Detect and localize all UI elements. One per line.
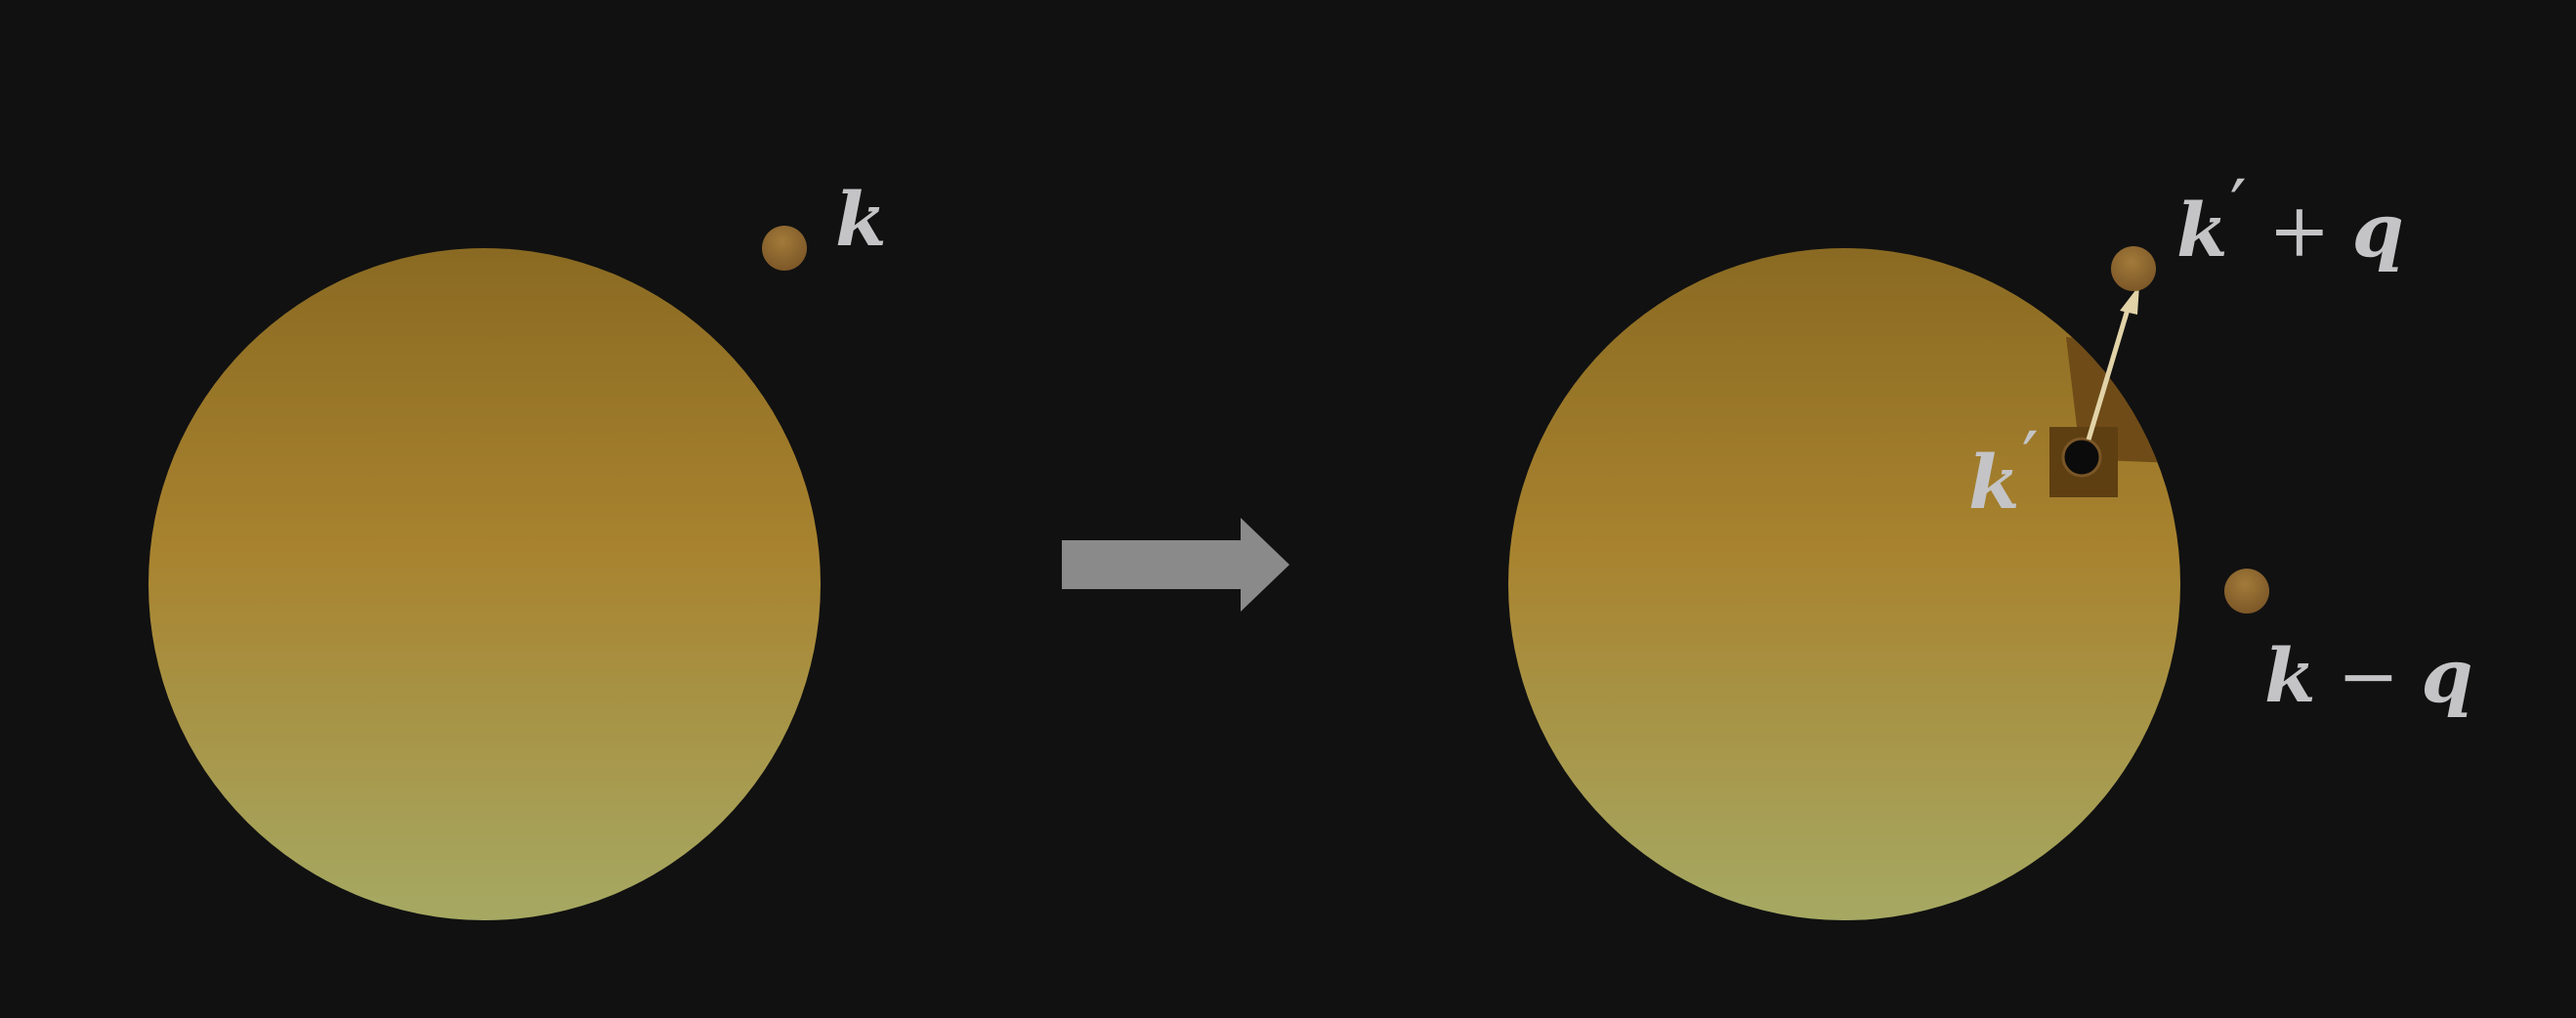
fermi-sphere-left [148, 248, 821, 920]
fermi-sphere-right [1508, 248, 2180, 920]
scatter-arrow-head [2120, 285, 2139, 315]
right-arrow-icon [1062, 518, 1289, 612]
particle-k-prime-plus-q-label: k′+q [2176, 163, 2404, 274]
particle-k-label: k [835, 176, 887, 263]
particle-k-dot [762, 226, 807, 271]
left-panel: k [148, 176, 887, 920]
hole-k-prime [2061, 437, 2102, 478]
particle-k-minus-q-dot [2224, 569, 2269, 614]
scatter-arrow-shaft [2086, 302, 2133, 441]
particle-k-prime-plus-q-dot [2111, 246, 2156, 291]
hole-k-prime-label: k′ [1968, 415, 2039, 526]
particle-k-minus-q-label: k−q [2264, 632, 2473, 719]
